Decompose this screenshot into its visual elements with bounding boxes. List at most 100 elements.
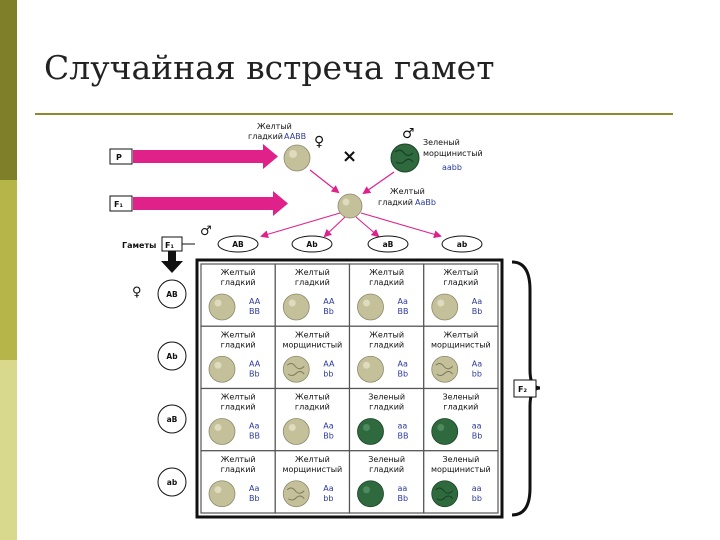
cell-color-label: Зеленый <box>368 393 405 402</box>
male-gamete-2-label: Ab <box>306 240 318 249</box>
cell-color-label: Желтый <box>369 268 404 277</box>
parent-female: Желтый гладкий AABB ♀ <box>248 122 324 172</box>
female-gamete-4-label: ab <box>167 478 178 487</box>
cell-genotype-a: Aa <box>472 297 482 306</box>
male-gametes: AB Ab aB ab <box>217 235 483 253</box>
p-arrow-head <box>263 144 278 169</box>
cell-genotype-b: Bb <box>472 432 483 441</box>
cell-shape-label: морщинистый <box>283 465 343 474</box>
f1-label: F₁ <box>114 200 123 209</box>
pea-yellow-smooth-icon <box>208 418 236 445</box>
pea-yellow-smooth-icon <box>208 355 236 383</box>
cell-genotype-b: BB <box>249 432 260 441</box>
pea-green-wrinkled-icon <box>431 480 459 508</box>
cell-genotype-a: Aa <box>398 297 408 306</box>
male-gamete-4-label: ab <box>457 240 468 249</box>
male-symbol-icon: ♂ <box>200 224 212 239</box>
sidebar-stripe-light <box>0 360 17 540</box>
sidebar-stripe <box>0 0 17 540</box>
male-gamete-3-label: aB <box>383 240 394 249</box>
cell-color-label: Желтый <box>295 330 330 339</box>
cross-symbol-icon: × <box>342 146 357 167</box>
cell-shape-label: гладкий <box>295 278 330 287</box>
cell-genotype-a: aa <box>472 484 482 493</box>
parent-female-line1: Желтый <box>257 122 292 131</box>
arrow-f1-to-gamete-ab-mixed <box>323 216 346 238</box>
pea-yellow-smooth-icon <box>337 193 363 219</box>
punnett-grid: ЖелтыйгладкийAABBЖелтыйгладкийAABbЖелтый… <box>200 263 499 514</box>
generation-f1: F₁ <box>109 191 288 216</box>
cell-genotype-b: Bb <box>249 369 260 378</box>
pea-yellow-smooth-icon <box>208 480 236 508</box>
p-label-box <box>109 148 133 165</box>
cell-shape-label: гладкий <box>221 340 256 349</box>
pea-green-wrinkled-icon <box>390 143 420 173</box>
cell-genotype-b: BB <box>398 307 409 316</box>
cell-genotype-a: aa <box>398 422 408 431</box>
pea-highlight <box>289 150 297 158</box>
cell-genotype-a: Aa <box>249 484 259 493</box>
cell-shape-label: гладкий <box>369 465 404 474</box>
cell-genotype-a: AA <box>323 359 335 368</box>
cell-genotype-b: Bb <box>472 307 483 316</box>
pea-yellow-smooth-icon <box>282 418 310 445</box>
cell-shape-label: морщинистый <box>431 465 491 474</box>
cell-shape-label: гладкий <box>369 340 404 349</box>
female-symbol-icon: ♀ <box>314 134 324 150</box>
f1-arrow-head <box>273 191 288 216</box>
f2-label: F₂ <box>518 385 527 394</box>
cell-color-label: Желтый <box>369 330 404 339</box>
cell-genotype-b: bb <box>323 494 333 503</box>
cell-color-label: Желтый <box>221 268 256 277</box>
female-gamete-2-label: Ab <box>166 352 178 361</box>
pea-yellow-smooth-icon <box>208 293 236 321</box>
cell-color-label: Желтый <box>221 455 256 464</box>
arrow-f1-to-gamete-ab-upper <box>260 212 341 239</box>
cell-color-label: Желтый <box>221 330 256 339</box>
female-gamete-1-label: AB <box>166 290 178 299</box>
pea-green-smooth-icon <box>357 418 384 445</box>
cell-shape-label: гладкий <box>369 403 404 412</box>
parent-male-genotype: aabb <box>442 163 462 172</box>
arrow-female-to-f1 <box>309 169 340 194</box>
f1-line2: гладкий <box>378 198 413 207</box>
parent-female-line2: гладкий <box>248 132 283 141</box>
cell-color-label: Желтый <box>295 393 330 402</box>
cell-genotype-a: aa <box>398 484 408 493</box>
cell-shape-label: морщинистый <box>283 340 343 349</box>
cell-shape-label: гладкий <box>295 403 330 412</box>
cell-genotype-b: bb <box>472 369 482 378</box>
cell-color-label: Зеленый <box>442 393 479 402</box>
f2-label-box <box>513 379 537 398</box>
cell-genotype-b: bb <box>472 494 482 503</box>
female-gamete-2 <box>157 341 187 371</box>
pea-yellow-smooth-icon <box>431 293 459 321</box>
female-gametes: AB Ab aB ab <box>157 279 187 497</box>
cell-genotype-b: Bb <box>323 307 334 316</box>
pea-green-smooth-icon <box>357 480 384 508</box>
cell-genotype-a: Aa <box>249 422 259 431</box>
sidebar-stripe-dark <box>0 0 17 180</box>
down-arrow-stem <box>168 251 176 261</box>
f1-line1: Желтый <box>390 187 425 196</box>
arrow-male-to-f1 <box>362 171 395 195</box>
cell-genotype-b: BB <box>249 307 260 316</box>
cell-color-label: Желтый <box>443 330 478 339</box>
parent-male-line1: Зеленый <box>423 138 460 147</box>
cell-color-label: Желтый <box>443 268 478 277</box>
female-symbol-icon: ♀ <box>132 285 142 300</box>
f1-label-box <box>109 195 133 212</box>
cell-genotype-a: Aa <box>472 359 482 368</box>
